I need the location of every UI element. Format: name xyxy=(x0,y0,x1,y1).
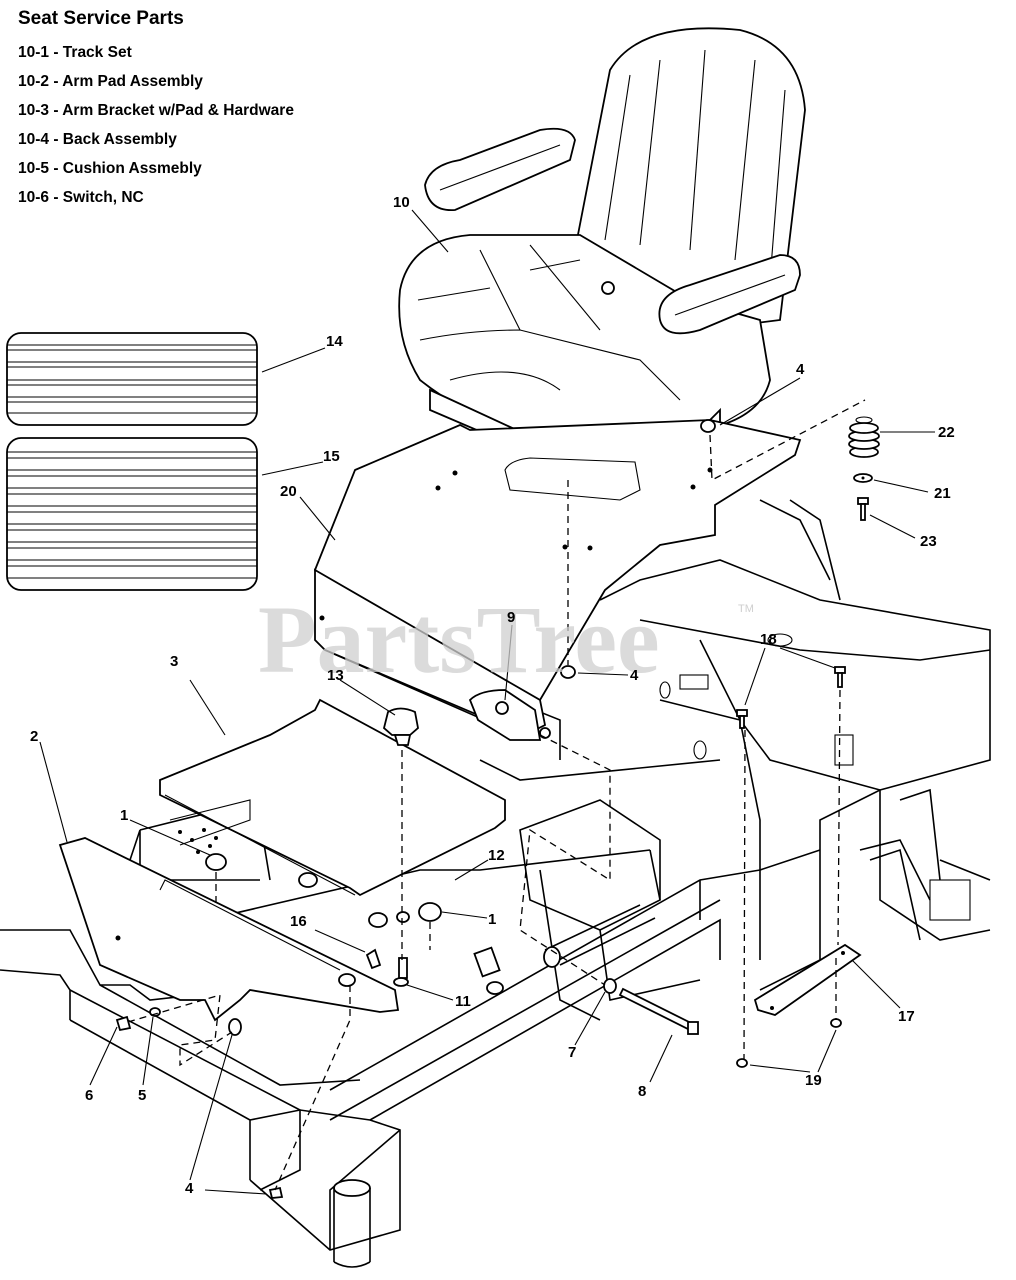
callout-14: 14 xyxy=(326,333,343,350)
callout-21: 21 xyxy=(934,485,951,502)
callout-1-right: 1 xyxy=(488,911,496,928)
washer-21 xyxy=(853,473,873,483)
callout-6: 6 xyxy=(85,1087,93,1104)
bolt-23 xyxy=(857,497,869,521)
service-part-item: 10-5 - Cushion Assmebly xyxy=(18,160,202,177)
front-cover xyxy=(58,837,400,1022)
fasteners-misc xyxy=(115,419,716,1199)
seat-pan-plate xyxy=(313,419,802,741)
callout-16: 16 xyxy=(290,913,307,930)
callout-7: 7 xyxy=(568,1044,576,1061)
callout-18: 18 xyxy=(760,631,777,648)
watermark: PartsTree TM xyxy=(258,586,754,693)
callout-22: 22 xyxy=(938,424,955,441)
service-part-item: 10-3 - Arm Bracket w/Pad & Hardware xyxy=(18,102,294,119)
spring-22 xyxy=(848,416,880,458)
callout-2: 2 xyxy=(30,728,38,745)
callout-1-left: 1 xyxy=(120,807,128,824)
decal-15 xyxy=(6,437,258,591)
callout-23: 23 xyxy=(920,533,937,550)
callout-10: 10 xyxy=(393,194,410,211)
pin-8 xyxy=(618,987,699,1035)
knob-13 xyxy=(382,707,419,746)
callout-8: 8 xyxy=(638,1083,646,1100)
callout-20: 20 xyxy=(280,483,297,500)
service-part-item: 10-2 - Arm Pad Assembly xyxy=(18,73,203,90)
callout-11: 11 xyxy=(455,993,471,1010)
callout-4-pan: 4 xyxy=(630,667,639,684)
callout-15: 15 xyxy=(323,448,340,465)
bolt-18 xyxy=(736,666,846,729)
grommets-1 xyxy=(205,853,504,995)
callout-9: 9 xyxy=(507,609,515,626)
nut-19 xyxy=(736,1018,842,1068)
watermark-text: PartsTree xyxy=(258,586,660,693)
callout-19: 19 xyxy=(805,1072,822,1089)
callout-labels: 10 14 15 20 4 22 21 23 9 4 18 3 13 2 1 1… xyxy=(30,194,955,1197)
callout-13: 13 xyxy=(327,667,344,684)
callout-4-front: 4 xyxy=(185,1180,194,1197)
floor-plate xyxy=(159,698,506,897)
service-part-item: 10-4 - Back Assembly xyxy=(18,131,177,148)
decal-14 xyxy=(6,332,258,426)
mower-frame xyxy=(0,499,991,1268)
service-part-item: 10-6 - Switch, NC xyxy=(18,189,144,206)
callout-3: 3 xyxy=(170,653,178,670)
service-parts-list: Seat Service Parts 10-1 - Track Set 10-2… xyxy=(18,8,294,212)
callout-17: 17 xyxy=(898,1008,915,1025)
watermark-trademark: TM xyxy=(738,603,754,615)
leader-lines xyxy=(39,209,935,1195)
service-part-item: 10-1 - Track Set xyxy=(18,44,132,61)
plate-17 xyxy=(753,943,862,1016)
seat-assembly xyxy=(398,27,806,471)
assembly-lines xyxy=(127,399,866,1191)
callout-5: 5 xyxy=(138,1087,146,1104)
callout-12: 12 xyxy=(488,847,505,864)
service-parts-title: Seat Service Parts xyxy=(18,8,184,29)
callout-4-seat: 4 xyxy=(796,361,805,378)
washer-7 xyxy=(603,978,617,994)
